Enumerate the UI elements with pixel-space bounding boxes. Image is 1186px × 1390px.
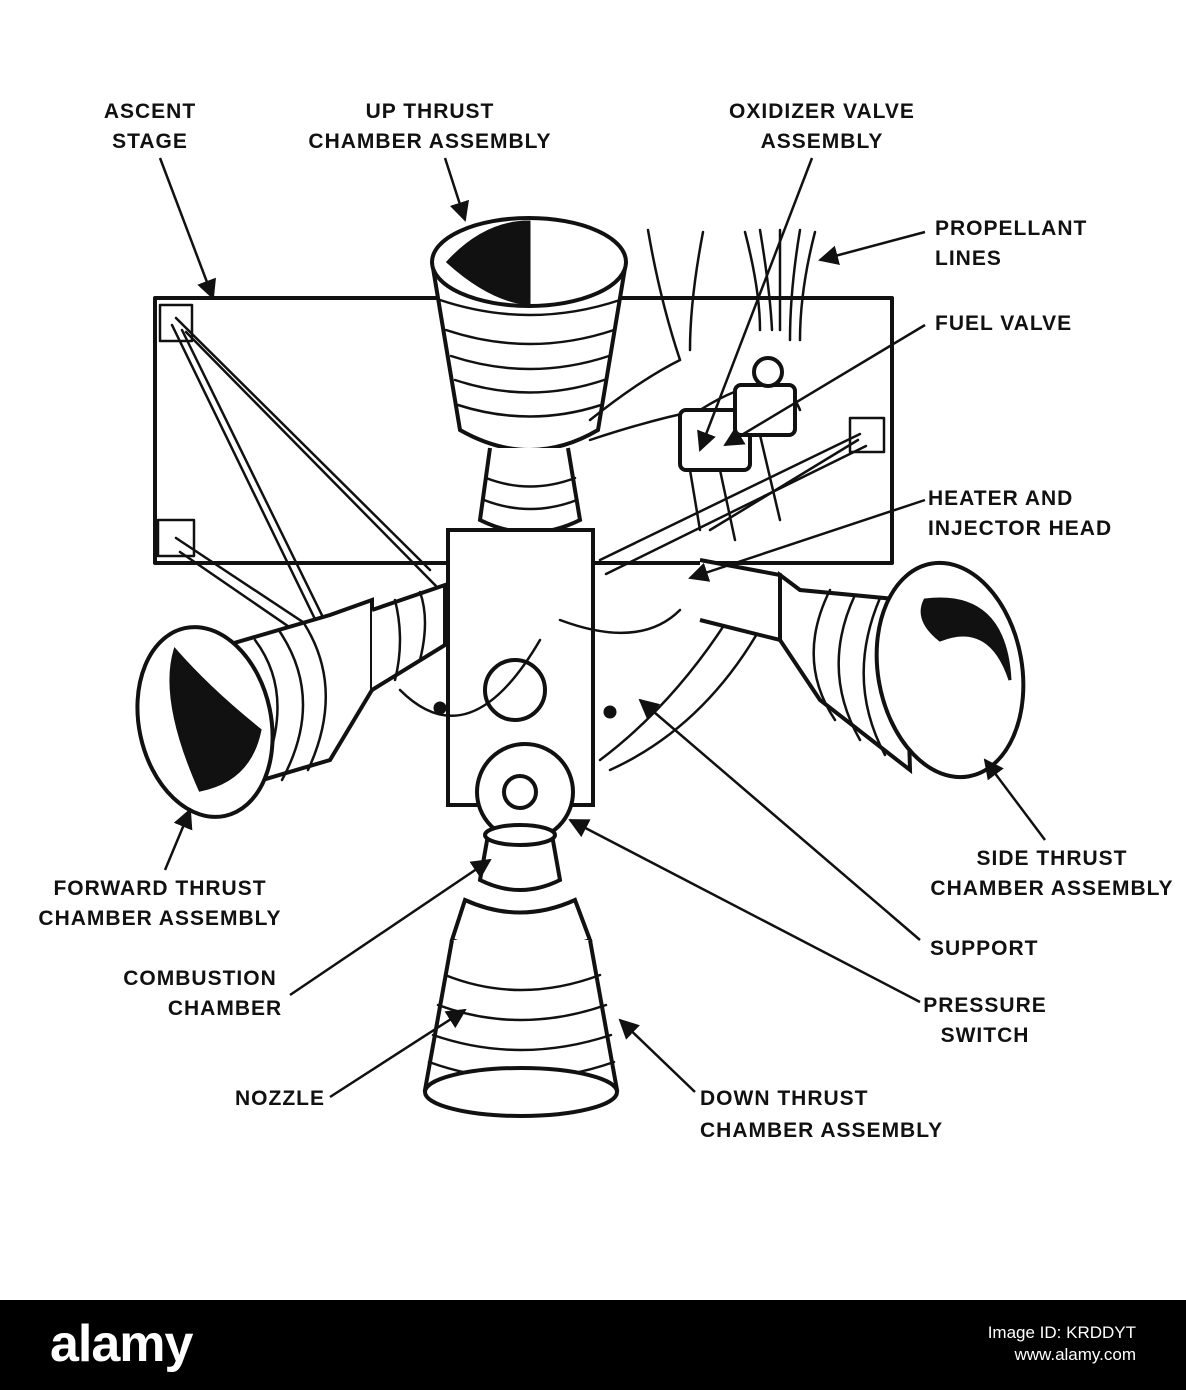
stock-id: Image ID: KRDDYT www.alamy.com [988,1322,1136,1366]
label-ascent-stage: ASCENT STAGE [104,100,196,153]
mount-pad-bottom-left [156,518,196,558]
stock-footer-bar: alamy Image ID: KRDDYT www.alamy.com [0,1300,1186,1390]
leader-lines [158,157,1046,1099]
label-side-thrust-chamber: SIDE THRUST CHAMBER ASSEMBLY [930,847,1173,900]
mount-pad-top-left [158,303,194,343]
label-combustion-chamber: COMBUSTION CHAMBER [123,967,282,1020]
svg-text:NOZZLE: NOZZLE [235,1087,325,1110]
svg-text:COMBUSTION: COMBUSTION [123,967,277,990]
svg-text:LINES: LINES [935,247,1002,270]
svg-text:PRESSURE: PRESSURE [923,994,1047,1017]
svg-text:UP THRUST: UP THRUST [366,100,495,123]
svg-text:SWITCH: SWITCH [941,1024,1030,1047]
svg-text:CHAMBER: CHAMBER [168,997,282,1020]
rcs-thruster-diagram: ASCENT STAGE UP THRUST CHAMBER ASSEMBLY … [38,100,1173,1142]
svg-text:ASSEMBLY: ASSEMBLY [761,130,884,153]
svg-text:CHAMBER ASSEMBLY: CHAMBER ASSEMBLY [38,907,281,930]
svg-text:SIDE THRUST: SIDE THRUST [976,847,1127,870]
label-support: SUPPORT [930,937,1039,960]
svg-text:FUEL VALVE: FUEL VALVE [935,312,1072,335]
label-forward-thrust-chamber: FORWARD THRUST CHAMBER ASSEMBLY [38,877,281,930]
stock-id-line2: www.alamy.com [1014,1345,1136,1364]
mount-pad-right [848,416,886,454]
svg-text:ASCENT: ASCENT [104,100,196,123]
svg-text:OXIDIZER VALVE: OXIDIZER VALVE [729,100,915,123]
label-heater-injector: HEATER AND INJECTOR HEAD [928,487,1112,540]
svg-text:PROPELLANT: PROPELLANT [935,217,1087,240]
svg-text:FORWARD THRUST: FORWARD THRUST [53,877,266,900]
label-propellant-lines: PROPELLANT LINES [935,217,1087,270]
label-up-thrust-chamber: UP THRUST CHAMBER ASSEMBLY [308,100,551,153]
stock-id-line1: Image ID: KRDDYT [987,1323,1136,1342]
svg-text:STAGE: STAGE [112,130,188,153]
label-oxidizer-valve: OXIDIZER VALVE ASSEMBLY [729,100,915,153]
label-down-thrust-chamber: DOWN THRUST CHAMBER ASSEMBLY [700,1087,943,1142]
svg-text:DOWN THRUST: DOWN THRUST [700,1087,868,1110]
label-fuel-valve: FUEL VALVE [935,312,1072,335]
svg-text:CHAMBER ASSEMBLY: CHAMBER ASSEMBLY [930,877,1173,900]
label-pressure-switch: PRESSURE SWITCH [923,994,1047,1047]
svg-text:CHAMBER ASSEMBLY: CHAMBER ASSEMBLY [700,1119,943,1142]
svg-text:INJECTOR HEAD: INJECTOR HEAD [928,517,1112,540]
label-nozzle: NOZZLE [235,1087,325,1110]
svg-text:CHAMBER ASSEMBLY: CHAMBER ASSEMBLY [308,130,551,153]
svg-text:SUPPORT: SUPPORT [930,937,1039,960]
central-support-frame [398,528,782,842]
forward-thrust-chamber [135,582,447,819]
side-thrust-chamber [699,558,1026,780]
up-thrust-chamber [430,216,628,535]
svg-text:HEATER AND: HEATER AND [928,487,1073,510]
down-thrust-chamber [422,823,620,1118]
alamy-logo: alamy [50,1315,193,1373]
